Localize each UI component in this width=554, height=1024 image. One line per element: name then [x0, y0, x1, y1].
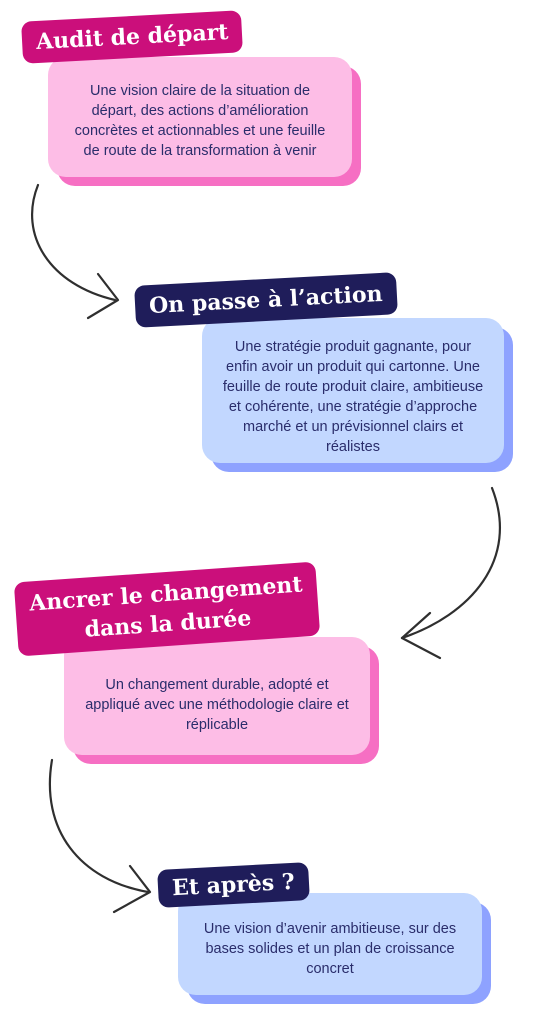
step-title: On passe à l’action	[148, 280, 384, 320]
arrow-3	[48, 758, 150, 894]
step-description: Une vision d’avenir ambitieuse, sur des …	[203, 921, 457, 977]
arrow-3-head	[112, 864, 152, 914]
step-title: Et après ?	[171, 868, 296, 902]
arrow-1-head	[86, 272, 120, 320]
step-card-changement: Un changement durable, adopté et appliqu…	[64, 637, 370, 755]
step-card-action: Une stratégie produit gagnante, pour enf…	[202, 318, 504, 463]
step-title: Audit de départ	[35, 18, 229, 56]
arrow-2	[400, 486, 502, 640]
arrow-1	[31, 183, 117, 302]
step-description: Une stratégie produit gagnante, pour enf…	[222, 338, 484, 455]
step-description: Une vision claire de la situation de dép…	[74, 83, 326, 159]
step-description: Un changement durable, adopté et appliqu…	[85, 677, 349, 733]
arrow-2-head	[400, 611, 442, 660]
step-card-apres: Une vision d’avenir ambitieuse, sur des …	[178, 893, 482, 995]
step-title-tag: Et après ?	[157, 862, 310, 908]
step-card-audit: Une vision claire de la situation de dép…	[48, 57, 352, 177]
